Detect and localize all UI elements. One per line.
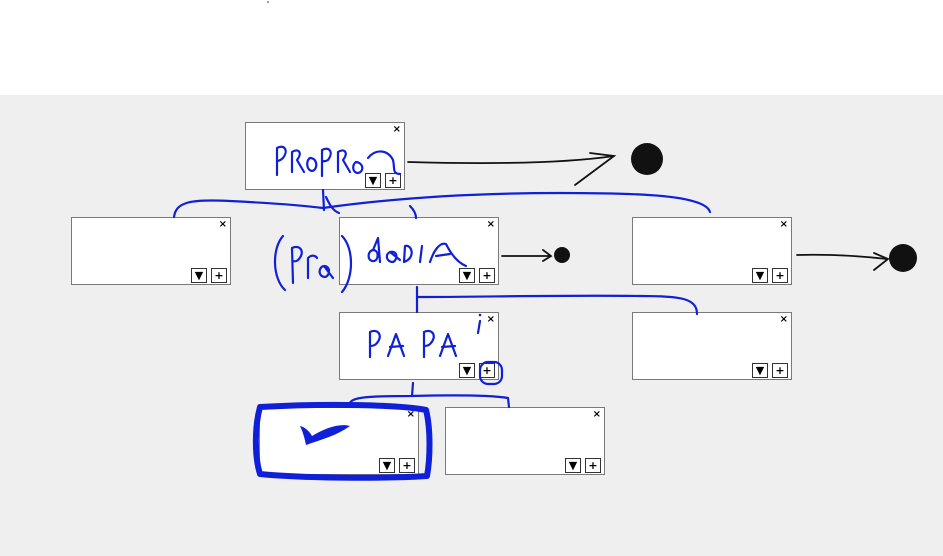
tree-node-papa[interactable]: × ▼ + bbox=[339, 312, 499, 380]
dropdown-icon[interactable]: ▼ bbox=[459, 268, 475, 283]
close-icon[interactable]: × bbox=[779, 219, 788, 230]
tree-node-middle[interactable]: × ▼ + bbox=[339, 217, 499, 285]
dropdown-icon[interactable]: ▼ bbox=[565, 458, 581, 473]
add-icon[interactable]: + bbox=[211, 268, 227, 283]
close-icon[interactable]: × bbox=[218, 219, 227, 230]
add-icon[interactable]: + bbox=[772, 363, 788, 378]
add-icon[interactable]: + bbox=[385, 173, 401, 188]
dropdown-icon[interactable]: ▼ bbox=[752, 268, 768, 283]
dropdown-icon[interactable]: ▼ bbox=[752, 363, 768, 378]
close-icon[interactable]: × bbox=[486, 219, 495, 230]
tree-node-root[interactable]: × ▼ + bbox=[245, 122, 405, 190]
tree-node-left[interactable]: × ▼ + bbox=[71, 217, 231, 285]
add-icon[interactable]: + bbox=[479, 363, 495, 378]
close-icon[interactable]: × bbox=[486, 314, 495, 325]
close-icon[interactable]: × bbox=[592, 409, 601, 420]
tree-node-right[interactable]: × ▼ + bbox=[632, 217, 792, 285]
add-icon[interactable]: + bbox=[585, 458, 601, 473]
close-icon[interactable]: × bbox=[406, 409, 415, 420]
tree-node-sibling[interactable]: × ▼ + bbox=[445, 407, 605, 475]
tree-node-right-child[interactable]: × ▼ + bbox=[632, 312, 792, 380]
toolbar-area bbox=[0, 0, 943, 95]
dropdown-icon[interactable]: ▼ bbox=[459, 363, 475, 378]
dropdown-icon[interactable]: ▼ bbox=[191, 268, 207, 283]
dropdown-icon[interactable]: ▼ bbox=[365, 173, 381, 188]
close-icon[interactable]: × bbox=[392, 124, 401, 135]
add-icon[interactable]: + bbox=[479, 268, 495, 283]
tree-node-selected[interactable]: × ▼ + bbox=[259, 407, 419, 475]
close-icon[interactable]: × bbox=[779, 314, 788, 325]
dropdown-icon[interactable]: ▼ bbox=[379, 458, 395, 473]
add-icon[interactable]: + bbox=[772, 268, 788, 283]
add-icon[interactable]: + bbox=[399, 458, 415, 473]
